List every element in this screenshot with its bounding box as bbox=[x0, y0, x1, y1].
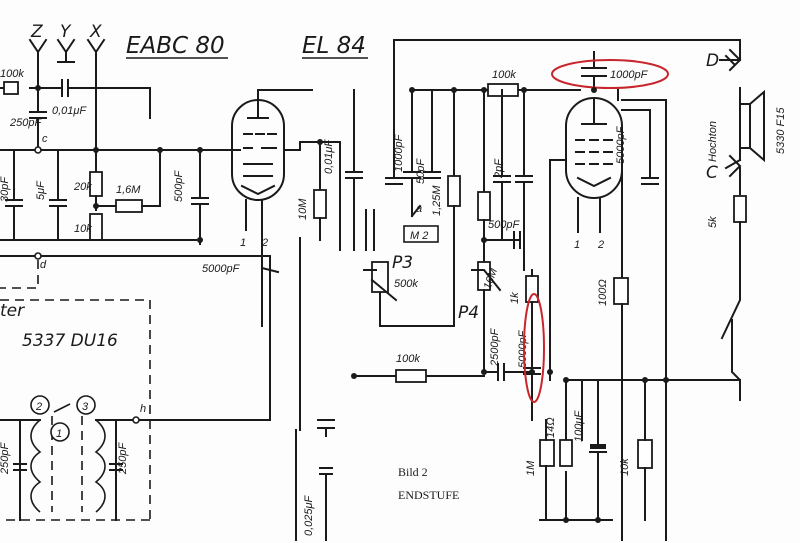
label-c500pf-b: 500pF bbox=[488, 219, 520, 231]
label-r1m: 1M bbox=[525, 460, 537, 476]
pot-p3-value: 500k bbox=[394, 278, 418, 290]
left-input-wiring: 100k 0,01μF 250pF c 30pF 5μF 20k 10k 1,6… bbox=[0, 68, 271, 271]
label-r10k-right: 10k bbox=[619, 458, 631, 476]
bottom-feedback-network: 100k 5000pF 1M 14Ω 100μF 10k bbox=[353, 293, 667, 521]
label-r20k: 20k bbox=[73, 181, 92, 193]
switch-m2-label: M 2 bbox=[410, 230, 428, 242]
input-y-label: Y bbox=[60, 22, 72, 42]
el84-section: 1000pF 50pF M 2 a 1,25M P3 500k 100k P4 … bbox=[363, 39, 741, 381]
label-c5000pf-red: 5000pF bbox=[517, 329, 529, 368]
label-c0025: 0,025μF bbox=[303, 494, 315, 536]
label-c1000pf-top: 1000pF bbox=[610, 69, 649, 81]
node-1-circle bbox=[50, 422, 70, 442]
transformer-partial-heading: ter bbox=[0, 301, 25, 321]
junction-dots bbox=[35, 85, 669, 523]
resistor-100k-left bbox=[3, 81, 19, 95]
label-r125m: 1,25M bbox=[431, 185, 443, 216]
label-c50pf: 50pF bbox=[415, 158, 427, 184]
speaker-d-label: D bbox=[706, 51, 719, 71]
label-c500pf-left: 500pF bbox=[173, 170, 185, 202]
label-r100k-left: 100k bbox=[0, 68, 24, 80]
caption-endstufe: ENDSTUFE bbox=[398, 488, 459, 502]
label-c5uf: 5μF bbox=[35, 180, 47, 200]
node-c-label: c bbox=[42, 133, 48, 145]
label-r14ohm: 14Ω bbox=[545, 417, 557, 438]
label-r100ohm: 100Ω bbox=[597, 279, 609, 306]
node-3-circle bbox=[76, 395, 96, 415]
label-r100k-bottom: 100k bbox=[396, 353, 420, 365]
el84-pin2-label: 2 bbox=[597, 239, 604, 251]
input-z-label: Z bbox=[30, 22, 43, 42]
tube2-heading: EL 84 bbox=[302, 33, 366, 59]
label-c30pf: 30pF bbox=[0, 176, 11, 202]
label-c001-b: 0,01μF bbox=[323, 139, 335, 174]
eabc-pin2-label: 2 bbox=[261, 237, 268, 249]
node-1-label: 1 bbox=[56, 428, 62, 440]
caption-bild: Bild 2 bbox=[398, 465, 428, 479]
label-c1000pf-a: 1000pF bbox=[393, 133, 405, 172]
highlight-c5000pf bbox=[523, 293, 545, 403]
speaker-c-label: C bbox=[706, 163, 718, 183]
speaker-output: 5k D C Hochton 5330 F15 bbox=[665, 48, 787, 401]
tube1-heading: EABC 80 bbox=[126, 33, 225, 59]
node-h-label: h bbox=[140, 403, 146, 415]
highlight-c1000pf bbox=[551, 59, 669, 89]
output-transformer: 5337 DU16 ter 250pF 250pF 2 3 1 h bbox=[0, 255, 271, 521]
node-3-label: 3 bbox=[82, 401, 89, 413]
pot-p4-label: P4 bbox=[458, 303, 479, 323]
label-r16m-left: 1,6M bbox=[116, 184, 141, 196]
label-c250pf-r: 250pF bbox=[117, 442, 129, 475]
label-c250pf-l: 250pF bbox=[0, 442, 11, 475]
el84-tube: 1 2 1000pF 5000pF 100Ω bbox=[549, 51, 669, 541]
label-c100uf: 100μF bbox=[573, 410, 585, 442]
label-c001-a: 0,01μF bbox=[52, 105, 87, 117]
speaker-name-label: Hochton bbox=[707, 121, 719, 162]
label-c250pf-a: 250pF bbox=[9, 117, 42, 129]
switch-m2-box bbox=[403, 225, 439, 243]
label-r5k: 5k bbox=[707, 216, 719, 228]
eabc-pin1-label: 1 bbox=[240, 237, 246, 249]
label-r10m: 10M bbox=[297, 198, 309, 220]
label-c2pf: 2pF bbox=[493, 158, 505, 179]
label-c2500pf: 2500pF bbox=[489, 327, 501, 367]
node-2-label: 2 bbox=[35, 401, 42, 413]
label-r10k: 10k bbox=[74, 223, 92, 235]
input-antenna-symbols: Z Y X bbox=[28, 22, 106, 161]
speaker-type-label: 5330 F15 bbox=[775, 107, 787, 154]
eabc80-tube: 1 2 bbox=[219, 89, 321, 249]
switch-contact-label: a bbox=[416, 203, 422, 215]
transformer-heading: 5337 DU16 bbox=[22, 331, 118, 351]
pot-p3-label: P3 bbox=[392, 253, 413, 273]
el84-pin1-label: 1 bbox=[574, 239, 580, 251]
label-r100k-top: 100k bbox=[492, 69, 516, 81]
label-c5000pf-a: 5000pF bbox=[202, 263, 241, 275]
interstage-wiring: 5000pF 10M 0,01μF 0,025μF bbox=[202, 89, 363, 541]
node-2-circle bbox=[30, 395, 50, 415]
label-r1k: 1k bbox=[509, 292, 521, 304]
input-x-label: X bbox=[89, 22, 102, 42]
node-d-label: d bbox=[40, 259, 47, 271]
